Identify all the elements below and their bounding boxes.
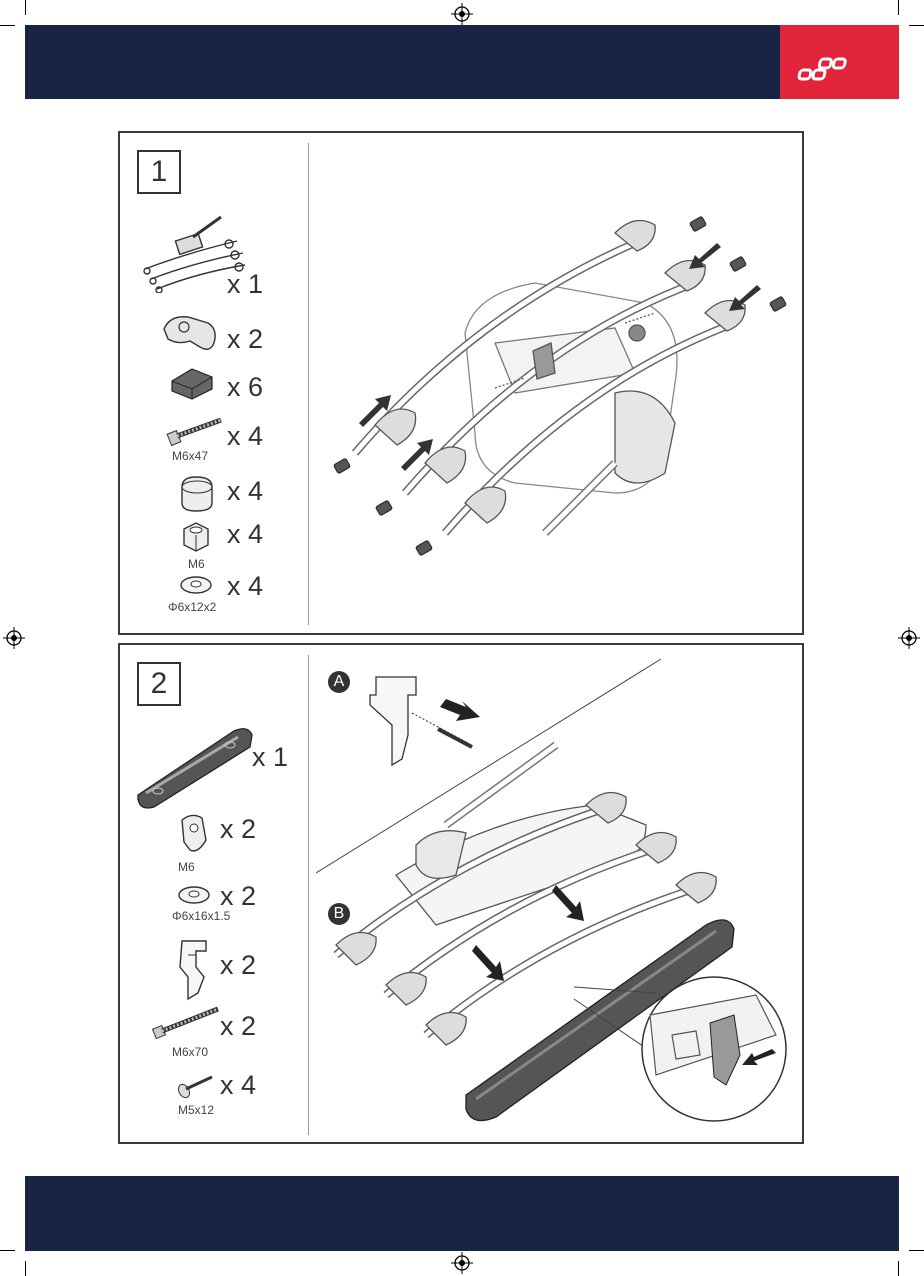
step-2-panel: 2 x 1 x 2 M6 x 2 Φ6x16x1.5 x 2 x 2 M6x70… <box>118 643 804 1144</box>
cap-icon <box>178 473 216 513</box>
end-cap-icon <box>168 365 218 401</box>
part-spec: Φ6x16x1.5 <box>172 909 230 923</box>
lamp-bar-mounting-illustration <box>316 655 800 1135</box>
step-number: 2 <box>137 662 181 706</box>
registration-mark-icon <box>898 627 920 649</box>
part-quantity: x 4 <box>227 476 263 507</box>
part-quantity: x 2 <box>220 1011 256 1042</box>
washer-icon <box>178 573 214 597</box>
crop-mark <box>909 1250 924 1251</box>
footer-band <box>25 1176 899 1251</box>
part-quantity: x 6 <box>227 372 263 403</box>
part-spec: Φ6x12x2 <box>168 600 216 614</box>
nut-icon <box>178 519 214 555</box>
wheel-holder-icon <box>160 311 222 355</box>
bracket-icon <box>174 937 214 1001</box>
bolt-icon <box>165 418 225 448</box>
part-spec: M6 <box>188 557 205 571</box>
part-quantity: x 2 <box>227 324 263 355</box>
step-1-panel: 1 x 1 x 2 x 6 x 4 M6x47 x 4 x 4 <box>118 131 804 635</box>
part-quantity: x 2 <box>220 950 256 981</box>
crop-mark <box>0 1250 15 1251</box>
part-spec: M6x47 <box>172 449 208 463</box>
part-spec: M6x70 <box>172 1045 208 1059</box>
part-quantity: x 4 <box>220 1070 256 1101</box>
brand-box <box>780 25 899 99</box>
four-rings-logo <box>780 25 899 99</box>
part-quantity: x 1 <box>227 269 263 300</box>
carrier-assembly-illustration <box>315 193 795 573</box>
part-quantity: x 2 <box>220 881 256 912</box>
crop-mark <box>0 25 15 26</box>
crop-mark <box>898 1261 899 1276</box>
step-number: 1 <box>137 150 181 194</box>
crop-mark <box>25 0 26 15</box>
panel-divider <box>308 655 309 1135</box>
panel-divider <box>308 143 309 625</box>
screw-icon <box>176 1073 216 1099</box>
part-quantity: x 4 <box>227 421 263 452</box>
part-quantity: x 1 <box>252 742 288 773</box>
registration-mark-icon <box>451 3 473 25</box>
washer-icon <box>176 883 212 907</box>
part-spec: M6 <box>178 860 195 874</box>
registration-mark-icon <box>3 627 25 649</box>
nut-clip-icon <box>176 810 214 856</box>
long-bolt-icon <box>150 1005 222 1041</box>
crop-mark <box>898 0 899 15</box>
part-quantity: x 2 <box>220 814 256 845</box>
crop-mark <box>25 1261 26 1276</box>
part-quantity: x 4 <box>227 571 263 602</box>
part-quantity: x 4 <box>227 519 263 550</box>
lamp-bar-icon <box>134 725 258 809</box>
crop-mark <box>909 25 924 26</box>
part-spec: M5x12 <box>178 1103 214 1117</box>
header-band <box>25 25 899 99</box>
registration-mark-icon <box>451 1252 473 1274</box>
